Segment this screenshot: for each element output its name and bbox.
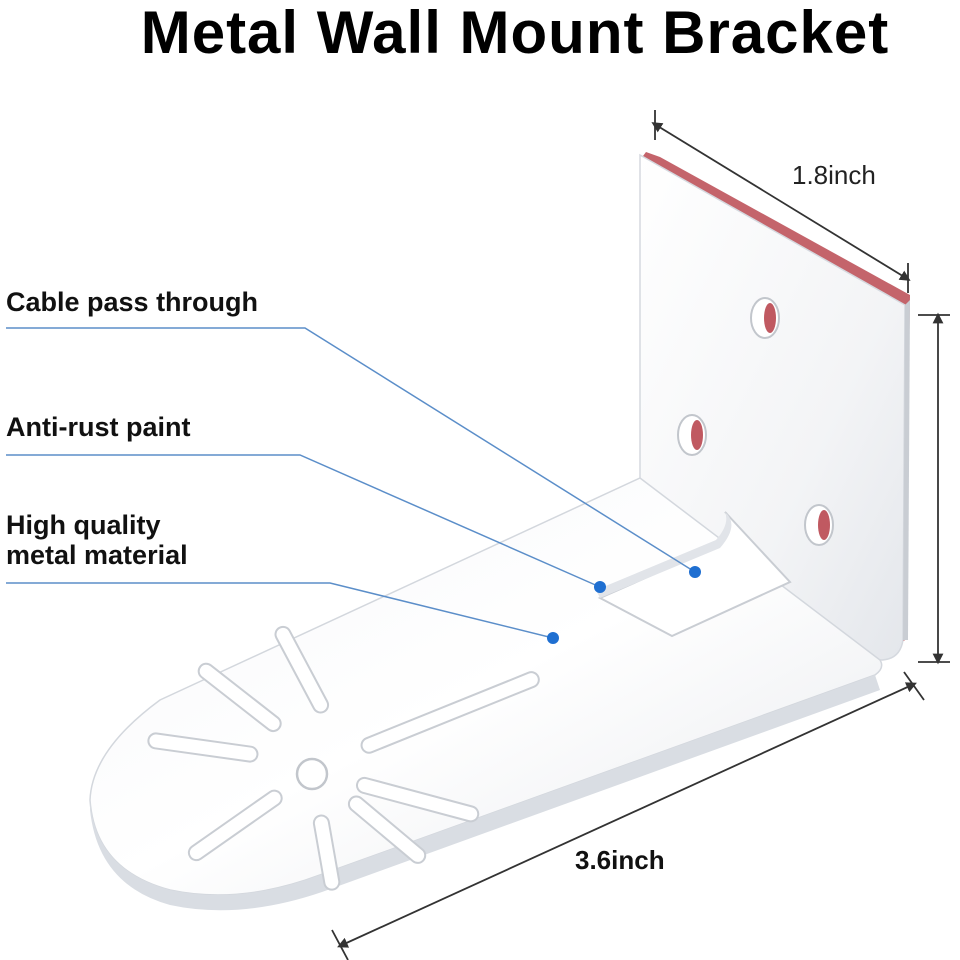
dimension-length-label: 3.6inch <box>575 845 665 875</box>
dimension-depth-label: 1.8inch <box>792 160 876 190</box>
leader-lines <box>6 327 696 639</box>
center-hole <box>295 757 329 791</box>
callout-dot <box>547 632 559 644</box>
callout-dot <box>689 566 701 578</box>
callout-metal-material: High quality metal material <box>6 510 188 570</box>
callout-dot <box>594 581 606 593</box>
callout-cable-pass-through: Cable pass through <box>6 287 259 317</box>
dimension-lines <box>331 110 950 960</box>
page-title: Metal Wall Mount Bracket <box>140 0 890 66</box>
callout-anti-rust-paint: Anti-rust paint <box>6 412 191 442</box>
